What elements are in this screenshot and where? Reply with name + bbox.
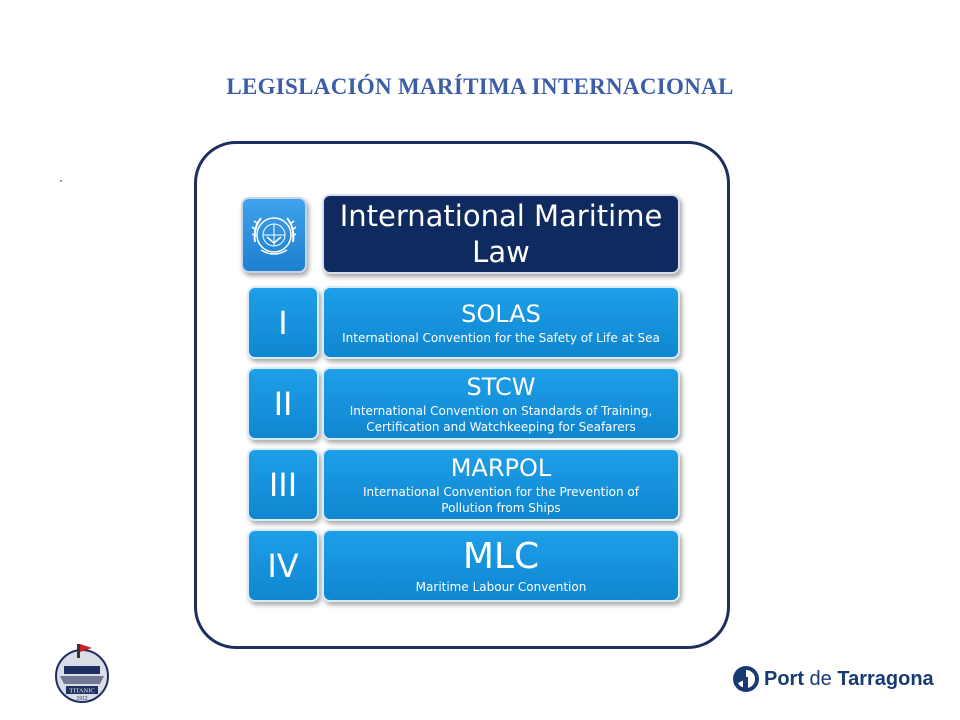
convention-abbr: MARPOL xyxy=(450,453,552,482)
numeral-tile-2: II xyxy=(247,367,319,440)
header-box: International Maritime Law xyxy=(322,194,680,274)
convention-full-name: International Convention on Standards of… xyxy=(349,403,653,434)
convention-box-2: STCW International Convention on Standar… xyxy=(322,367,680,440)
port-logo-icon xyxy=(733,666,759,692)
titanic-logo: TITANIC 1912 xyxy=(55,644,109,703)
convention-box-3: MARPOL International Convention for the … xyxy=(322,448,680,521)
port-logo-word-port: Port xyxy=(764,667,804,690)
convention-abbr: MLC xyxy=(462,535,540,577)
numeral-tile-4: IV xyxy=(247,529,319,602)
port-de-tarragona-logo: Port de Tarragona xyxy=(732,664,934,694)
titanic-logo-text: TITANIC xyxy=(69,688,94,695)
numeral-tile-3: III xyxy=(247,448,319,521)
convention-box-4: MLC Maritime Labour Convention xyxy=(322,529,680,602)
port-logo-word-tarragona: Tarragona xyxy=(837,667,934,690)
slide-title: LEGISLACIÓN MARÍTIMA INTERNACIONAL xyxy=(226,74,734,99)
convention-full-name: Maritime Labour Convention xyxy=(415,579,587,594)
convention-full-name: International Convention for the Prevent… xyxy=(363,484,639,515)
imo-emblem-icon xyxy=(251,217,297,255)
convention-abbr: STCW xyxy=(466,372,536,401)
titanic-logo-year: 1912 xyxy=(76,696,87,702)
numeral-tile-1: I xyxy=(247,286,319,359)
convention-full-name: International Convention for the Safety … xyxy=(342,330,660,345)
convention-abbr: SOLAS xyxy=(461,299,541,328)
stray-dot xyxy=(60,180,62,182)
imo-emblem-tile xyxy=(241,197,307,273)
convention-box-1: SOLAS International Convention for the S… xyxy=(322,286,680,359)
port-logo-word-de: de xyxy=(804,667,838,690)
